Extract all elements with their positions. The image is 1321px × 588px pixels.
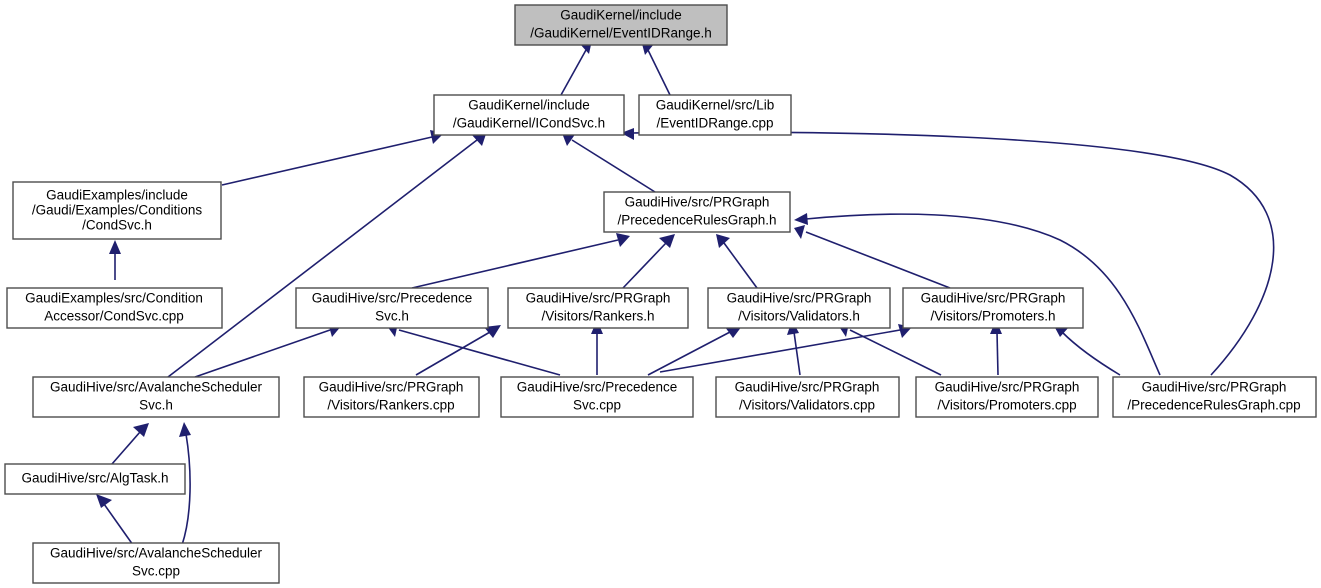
- node-precedencesvc-cpp-line2: Svc.cpp: [573, 398, 621, 413]
- edge-eventidrangecpp-to-eventidrange: [641, 40, 671, 96]
- node-precedencerulesgraph-cpp[interactable]: GaudiHive/src/PRGraph /PrecedenceRulesGr…: [1112, 376, 1317, 418]
- edge-avalanchecpp-to-algtaskh: [96, 494, 134, 546]
- node-validators-h[interactable]: GaudiHive/src/PRGraph /Visitors/Validato…: [707, 287, 891, 329]
- node-condsvc-h-line1: GaudiExamples/include: [46, 188, 188, 203]
- node-algtask-h[interactable]: GaudiHive/src/AlgTask.h: [4, 463, 186, 495]
- node-icondsvc-h[interactable]: GaudiKernel/include /GaudiKernel/ICondSv…: [433, 94, 625, 136]
- edge-algtaskh-to-avalancheh: [111, 423, 149, 465]
- node-validators-h-line2: /Visitors/Validators.h: [738, 309, 860, 324]
- node-eventidrange-cpp[interactable]: GaudiKernel/src/Lib /EventIDRange.cpp: [638, 94, 792, 136]
- node-precedencesvc-cpp[interactable]: GaudiHive/src/Precedence Svc.cpp: [500, 376, 694, 418]
- edge-promoterscpp-to-validatorsh: [838, 323, 942, 376]
- node-promoters-h-line1: GaudiHive/src/PRGraph: [921, 291, 1066, 306]
- edge-rankerscpp-to-rankersh: [415, 325, 501, 376]
- node-precedencesvc-h[interactable]: GaudiHive/src/Precedence Svc.h: [295, 287, 489, 329]
- node-icondsvc-h-line1: GaudiKernel/include: [468, 98, 590, 113]
- edge-condsvch-to-icondsvc: [221, 130, 444, 186]
- edge-validatorsh-to-prgh: [716, 234, 758, 289]
- edge-rankersh-to-prgh: [622, 234, 675, 289]
- edge-avalancheh-to-precedencesvch: [194, 323, 342, 378]
- node-avalanchescheduler-h[interactable]: GaudiHive/src/AvalancheScheduler Svc.h: [32, 376, 280, 418]
- node-condsvc-h-line2: /Gaudi/Examples/Conditions: [32, 203, 203, 218]
- node-rankers-cpp-line1: GaudiHive/src/PRGraph: [319, 380, 464, 395]
- node-avalanche-h-line1: GaudiHive/src/AvalancheScheduler: [50, 380, 263, 395]
- node-layer: GaudiKernel/include /GaudiKernel/EventID…: [4, 4, 1317, 584]
- edge-prgcpp-to-promotersh: [1053, 324, 1121, 376]
- node-condsvc-h[interactable]: GaudiExamples/include /Gaudi/Examples/Co…: [12, 181, 222, 240]
- node-eventidrange-cpp-line2: /EventIDRange.cpp: [656, 116, 773, 131]
- node-prg-cpp-line2: /PrecedenceRulesGraph.cpp: [1127, 398, 1300, 413]
- node-prg-h-line2: /PrecedenceRulesGraph.h: [617, 213, 776, 228]
- node-avalanchescheduler-cpp[interactable]: GaudiHive/src/AvalancheScheduler Svc.cpp: [32, 542, 280, 584]
- edge-prgcpp-to-prgh: [794, 213, 1161, 376]
- node-avalanche-h-line2: Svc.h: [139, 398, 173, 413]
- node-eventidrange-cpp-line1: GaudiKernel/src/Lib: [656, 98, 775, 113]
- node-promoters-h-line2: /Visitors/Promoters.h: [930, 309, 1055, 324]
- edge-promotersh-to-prgh: [794, 225, 951, 289]
- edge-precedencesvccpp-to-precedencesvch: [387, 323, 561, 376]
- node-validators-cpp[interactable]: GaudiHive/src/PRGraph /Visitors/Validato…: [715, 376, 900, 418]
- node-precedencesvc-cpp-line1: GaudiHive/src/Precedence: [517, 380, 678, 395]
- node-promoters-cpp[interactable]: GaudiHive/src/PRGraph /Visitors/Promoter…: [915, 376, 1099, 418]
- edge-avalanchecpp-to-avalancheh: [179, 422, 191, 546]
- node-validators-h-line1: GaudiHive/src/PRGraph: [727, 291, 872, 306]
- node-promoters-h[interactable]: GaudiHive/src/PRGraph /Visitors/Promoter…: [902, 287, 1084, 329]
- edge-precedencesvch-to-prgh: [411, 233, 630, 289]
- node-rankers-h-line1: GaudiHive/src/PRGraph: [526, 291, 671, 306]
- node-promoters-cpp-line1: GaudiHive/src/PRGraph: [935, 380, 1080, 395]
- node-rankers-cpp[interactable]: GaudiHive/src/PRGraph /Visitors/Rankers.…: [303, 376, 480, 418]
- node-condsvc-cpp-line2: Accessor/CondSvc.cpp: [44, 309, 184, 324]
- edge-layer: [96, 40, 1275, 546]
- node-icondsvc-h-line2: /GaudiKernel/ICondSvc.h: [453, 116, 605, 131]
- node-validators-cpp-line1: GaudiHive/src/PRGraph: [735, 380, 880, 395]
- node-condsvc-cpp[interactable]: GaudiExamples/src/Condition Accessor/Con…: [6, 287, 223, 329]
- node-rankers-h[interactable]: GaudiHive/src/PRGraph /Visitors/Rankers.…: [507, 287, 689, 329]
- node-rankers-h-line2: /Visitors/Rankers.h: [541, 309, 654, 324]
- edge-prgcpp-to-icondsvc: [621, 128, 1275, 376]
- edge-condsvccpp-to-condsvch: [109, 240, 121, 280]
- node-condsvc-h-line3: /CondSvc.h: [82, 218, 152, 233]
- node-precedencesvc-h-line1: GaudiHive/src/Precedence: [312, 291, 473, 306]
- node-prg-h-line1: GaudiHive/src/PRGraph: [625, 195, 770, 210]
- node-algtask-h-line1: GaudiHive/src/AlgTask.h: [21, 471, 168, 486]
- node-eventidrange-h-line1: GaudiKernel/include: [560, 8, 682, 23]
- node-precedencesvc-h-line2: Svc.h: [375, 309, 409, 324]
- node-avalanche-cpp-line1: GaudiHive/src/AvalancheScheduler: [50, 546, 263, 561]
- edge-avalancheh-to-icondsvc: [167, 131, 487, 378]
- node-condsvc-cpp-line1: GaudiExamples/src/Condition: [25, 291, 203, 306]
- edge-precedencesvccpp-to-validatorsh: [647, 326, 742, 376]
- node-avalanche-cpp-line2: Svc.cpp: [132, 564, 180, 579]
- node-prg-cpp-line1: GaudiHive/src/PRGraph: [1142, 380, 1287, 395]
- node-validators-cpp-line2: /Visitors/Validators.cpp: [739, 398, 875, 413]
- node-promoters-cpp-line2: /Visitors/Promoters.cpp: [937, 398, 1076, 413]
- node-eventidrange-h-line2: /GaudiKernel/EventIDRange.h: [530, 26, 712, 41]
- node-rankers-cpp-line2: /Visitors/Rankers.cpp: [327, 398, 454, 413]
- node-eventidrange-h[interactable]: GaudiKernel/include /GaudiKernel/EventID…: [514, 4, 728, 46]
- edge-icondsvc-to-eventidrange: [560, 40, 592, 96]
- edge-prgh-to-icondsvc: [562, 133, 656, 193]
- node-precedencerulesgraph-h[interactable]: GaudiHive/src/PRGraph /PrecedenceRulesGr…: [603, 191, 791, 233]
